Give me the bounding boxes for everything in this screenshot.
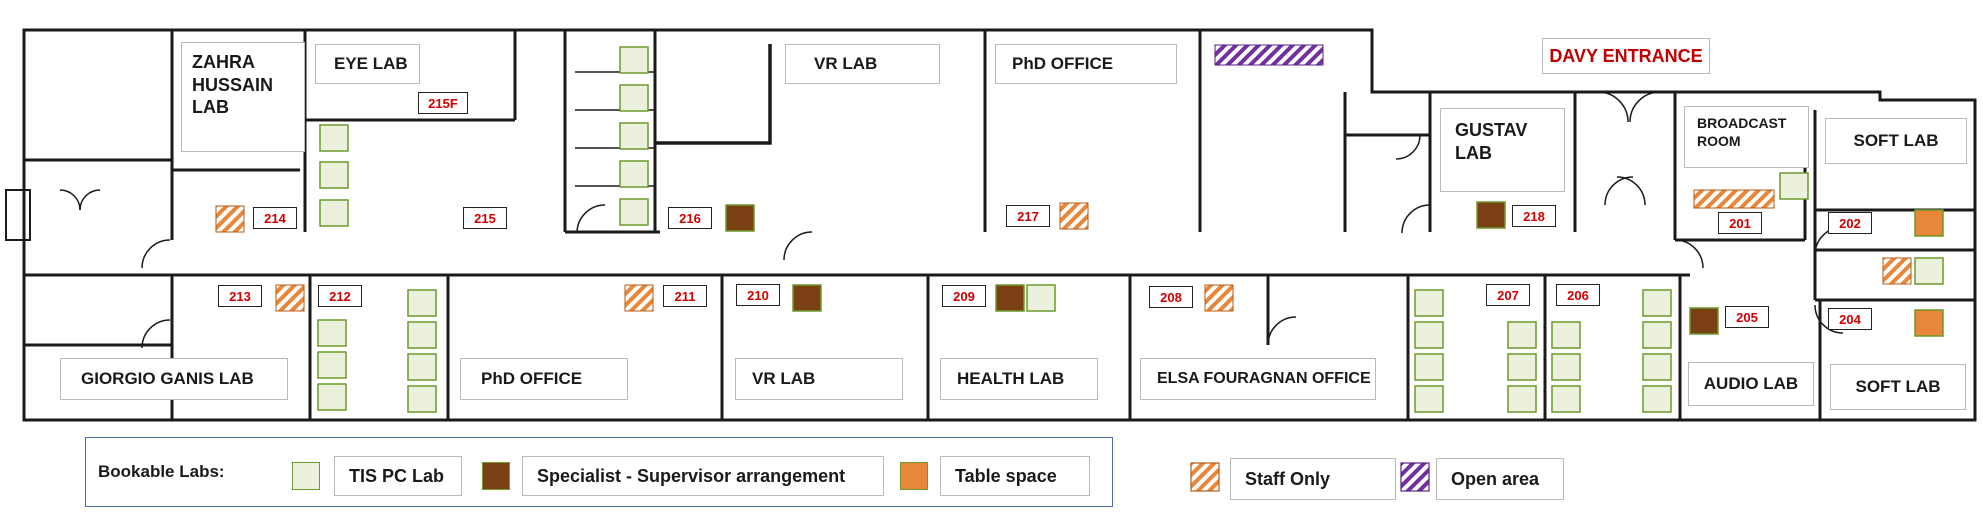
legend-swatch-table-space xyxy=(900,462,928,490)
legend-label-table-space: Table space xyxy=(940,456,1090,496)
room-label-vr-lab-north[interactable]: VR LAB xyxy=(785,44,940,84)
walls xyxy=(5,28,1977,422)
legend-label-tis-pc-lab: TIS PC Lab xyxy=(334,456,462,496)
legend-title: Bookable Labs: xyxy=(98,462,225,481)
room-label-gustav-lab[interactable]: GUSTAV LAB xyxy=(1440,108,1565,192)
room-label-soft-lab-north[interactable]: SOFT LAB xyxy=(1825,118,1967,164)
room-number-210[interactable]: 210 xyxy=(736,284,780,306)
room-label-vr-lab-south[interactable]: VR LAB xyxy=(735,358,903,400)
room-number-213[interactable]: 213 xyxy=(218,285,262,307)
legend-swatch-open-area xyxy=(1400,462,1430,492)
room-number-211[interactable]: 211 xyxy=(663,285,707,307)
room-label-eye-lab[interactable]: EYE LAB xyxy=(315,44,420,84)
room-label-giorgio-ganis-lab[interactable]: GIORGIO GANIS LAB xyxy=(60,358,288,400)
room-label-audio-lab[interactable]: AUDIO LAB xyxy=(1688,362,1814,406)
room-number-205[interactable]: 205 xyxy=(1725,306,1769,328)
room-label-soft-lab-south[interactable]: SOFT LAB xyxy=(1830,364,1966,410)
room-number-214[interactable]: 214 xyxy=(253,207,297,229)
room-number-201[interactable]: 201 xyxy=(1718,212,1762,234)
open-area xyxy=(1214,44,1324,66)
table-space-stations xyxy=(1914,209,1944,337)
staff-only-areas xyxy=(215,189,1912,312)
room-label-elsa-fouragnan-office[interactable]: ELSA FOURAGNAN OFFICE xyxy=(1140,358,1376,400)
room-label-zahra-hussain-lab[interactable]: ZAHRA HUSSAIN LAB xyxy=(181,42,305,152)
room-number-212[interactable]: 212 xyxy=(318,285,362,307)
legend-label-staff-only: Staff Only xyxy=(1230,458,1396,500)
room-number-207[interactable]: 207 xyxy=(1486,284,1530,306)
room-number-208[interactable]: 208 xyxy=(1149,286,1193,308)
room-label-phd-office-south[interactable]: PhD OFFICE xyxy=(460,358,628,400)
room-number-206[interactable]: 206 xyxy=(1556,284,1600,306)
room-label-phd-office-north[interactable]: PhD OFFICE xyxy=(995,44,1177,84)
door-swings xyxy=(59,91,1844,349)
legend-swatch-tis-pc-lab xyxy=(292,462,320,490)
legend-swatch-specialist xyxy=(482,462,510,490)
room-label-broadcast-room[interactable]: BROADCAST ROOM xyxy=(1684,106,1809,168)
tis-pc-lab-stations xyxy=(317,46,1944,413)
legend-swatch-staff-only xyxy=(1190,462,1220,492)
room-number-215f[interactable]: 215F xyxy=(418,92,468,114)
room-number-209[interactable]: 209 xyxy=(942,285,986,307)
legend-label-specialist: Specialist - Supervisor arrangement xyxy=(522,456,884,496)
room-number-204[interactable]: 204 xyxy=(1828,308,1872,330)
room-number-215[interactable]: 215 xyxy=(463,207,507,229)
room-number-218[interactable]: 218 xyxy=(1512,205,1556,227)
room-label-health-lab[interactable]: HEALTH LAB xyxy=(940,358,1098,400)
room-number-216[interactable]: 216 xyxy=(668,207,712,229)
davy-entrance-label: DAVY ENTRANCE xyxy=(1542,38,1710,74)
room-number-202[interactable]: 202 xyxy=(1828,212,1872,234)
legend-label-open-area: Open area xyxy=(1436,458,1564,500)
room-number-217[interactable]: 217 xyxy=(1006,205,1050,227)
specialist-stations xyxy=(725,201,1719,335)
